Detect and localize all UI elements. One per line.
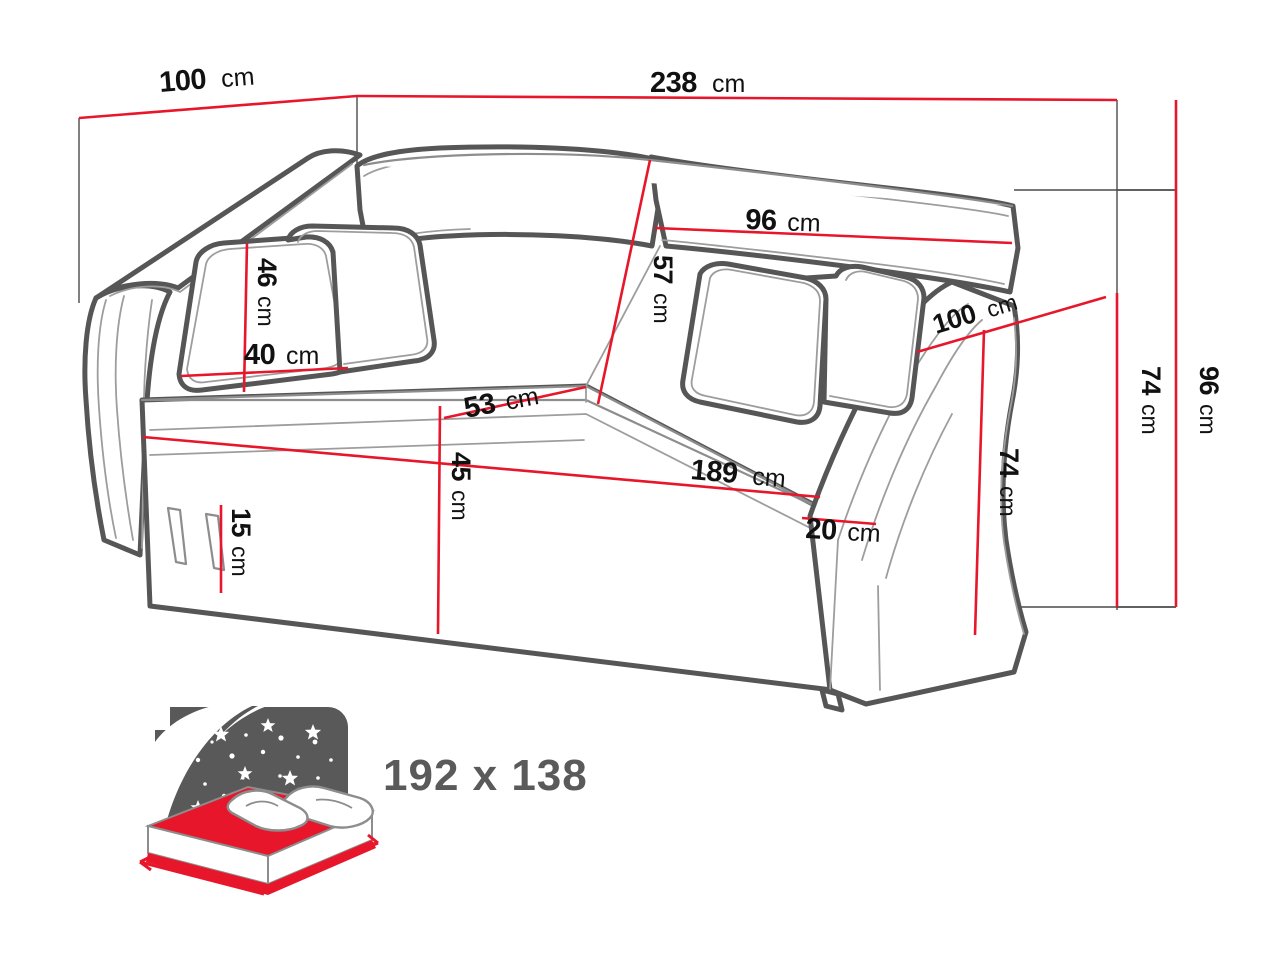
dimline-seat-width xyxy=(142,435,821,499)
left-leg-front xyxy=(166,506,188,566)
dimension-labels: 100 cm 238 cm 46 cm 40 cm 96 cm 57 cm xyxy=(158,63,1224,577)
seat-height-value: 45 xyxy=(446,452,476,482)
leg-height-value: 15 xyxy=(226,508,256,538)
seat-height-unit: cm xyxy=(447,490,473,521)
sofa-illustration xyxy=(82,144,1029,713)
pillow-front-crease xyxy=(245,800,279,807)
total-height-value: 96 xyxy=(1194,366,1224,396)
armrest-height-unit: cm xyxy=(995,486,1021,517)
backrest-height-unit: cm xyxy=(649,293,675,324)
pillow-height-value: 46 xyxy=(252,258,282,288)
depth-top-unit: cm xyxy=(220,63,255,94)
armrest-width-unit: cm xyxy=(847,518,882,548)
pillow-width-value: 40 xyxy=(244,339,275,371)
left-armrest-top xyxy=(93,148,363,301)
dimension-lines xyxy=(78,94,1178,636)
seat-depth-unit: cm xyxy=(503,382,541,416)
label-leg-height: 15 cm xyxy=(226,508,256,577)
backrest-width-unit: cm xyxy=(787,208,821,237)
throw-pillow-right-back xyxy=(803,263,927,416)
depth-top-value: 100 xyxy=(158,63,207,99)
right-foot xyxy=(819,687,845,713)
mattress-dim-arrows xyxy=(139,833,379,896)
dimline-backrest-height xyxy=(596,159,652,405)
label-depth-top: 100 cm xyxy=(158,63,255,99)
pillow-height-unit: cm xyxy=(253,296,279,327)
label-seat-width: 189 cm xyxy=(689,454,787,493)
armrest-height-value: 74 xyxy=(994,448,1024,478)
label-pillow-width: 40 cm xyxy=(244,339,319,371)
dimline-pillow-width xyxy=(180,366,349,378)
dimline-depth-top xyxy=(78,94,358,120)
side-height-value: 74 xyxy=(1136,366,1166,396)
seat-depth-value: 53 xyxy=(461,387,498,424)
left-leg-back xyxy=(204,512,226,572)
side-height-unit: cm xyxy=(1137,404,1163,435)
sleeping-area-label: 192 x 138 xyxy=(383,751,588,800)
pillow-back-crease xyxy=(315,798,353,809)
label-total-height: 96 cm xyxy=(1194,366,1224,435)
dimline-width-total xyxy=(356,94,1118,102)
mattress-base-lip xyxy=(146,840,376,895)
label-armrest-width: 20 cm xyxy=(805,513,882,548)
throw-pillow-left-back xyxy=(285,223,437,375)
dimline-armrest-height xyxy=(973,329,986,636)
dimline-backrest-width xyxy=(654,226,1013,245)
seat-width-unit: cm xyxy=(751,462,787,493)
label-width-total: 238 cm xyxy=(650,67,745,99)
seat-width-value: 189 xyxy=(689,454,739,490)
armrest-width-value: 20 xyxy=(805,513,838,547)
backrest-width-value: 96 xyxy=(745,204,778,237)
dimline-pillow-height xyxy=(242,242,249,393)
label-pillow-height: 46 cm xyxy=(252,258,282,327)
dimline-seat-depth xyxy=(443,385,587,420)
moon-crescent-icon xyxy=(155,705,270,840)
pillow-width-unit: cm xyxy=(286,342,319,370)
leg-height-unit: cm xyxy=(227,546,253,577)
dimline-armrest-width xyxy=(801,516,877,526)
label-side-height: 74 cm xyxy=(1136,366,1166,435)
dimline-armrest-depth xyxy=(916,295,1107,354)
pillow-front-icon xyxy=(226,789,309,832)
total-height-unit: cm xyxy=(1195,404,1221,435)
label-armrest-height: 74 cm xyxy=(994,448,1024,517)
width-total-value: 238 xyxy=(650,67,697,99)
label-backrest-height: 57 cm xyxy=(648,255,678,324)
sleeping-area-icon: 192 x 138 xyxy=(139,705,588,896)
label-seat-height: 45 cm xyxy=(446,452,476,521)
throw-pillow-right-front xyxy=(680,261,829,425)
backrest-height-value: 57 xyxy=(648,255,678,284)
width-total-unit: cm xyxy=(712,70,745,98)
dimline-seat-height xyxy=(436,405,442,635)
left-armrest xyxy=(82,283,173,558)
label-backrest-width: 96 cm xyxy=(745,204,821,238)
label-seat-depth: 53 cm xyxy=(461,382,541,425)
